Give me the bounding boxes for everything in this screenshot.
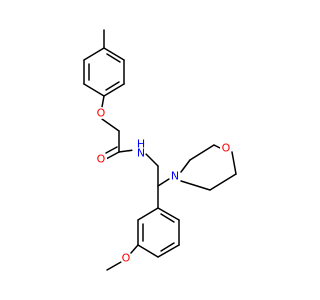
structure-diagram: O O H N N O O	[83, 29, 237, 271]
atom-label-layer: O O H N N O O	[95, 107, 232, 265]
tolyl-ring-bond	[103, 47, 125, 61]
amide-nitrogen-atom: H N	[132, 138, 148, 160]
n-ch2-bond	[145, 153, 159, 167]
morpholine-ring-bond	[209, 173, 237, 191]
ch-morpholine-n-bond	[157, 178, 170, 187]
tolyl-ring-bond	[103, 83, 125, 97]
morpholine-ring-bond	[213, 144, 221, 149]
ether-oxygen-atom: O	[95, 107, 107, 120]
tolyl-ring-bond	[83, 47, 105, 61]
morpholine-ring-bond	[180, 159, 191, 173]
molecule-drawing: O O H N N O O	[83, 29, 237, 271]
tolyl-inner-double-bond	[106, 53, 121, 63]
morpholine-ring-bond	[180, 180, 211, 191]
tolyl-ring-bond	[83, 83, 105, 97]
methoxy-oxygen-atom: O	[120, 252, 132, 265]
amide-nitrogen-label: N	[137, 147, 145, 160]
carbonyl-double-bond	[105, 146, 118, 154]
amide-h-label: H	[137, 138, 145, 151]
anisyl-ring-bond	[157, 207, 180, 221]
methoxy-o-ch3-bond	[106, 261, 122, 271]
anisyl-inner-double-bond	[160, 242, 175, 252]
anisyl-ring-bond	[157, 244, 180, 258]
morpholine-oxygen-label: O	[222, 142, 231, 155]
methoxy-oxygen-label: O	[122, 252, 131, 265]
morpholine-nitrogen-label: N	[171, 170, 179, 183]
morpholine-ring-bond	[231, 151, 237, 175]
bond-layer	[83, 29, 237, 271]
morpholine-nitrogen-atom: N	[169, 170, 181, 183]
amide-c-n-bond	[118, 149, 135, 153]
aryl-oxygen-bond	[101, 95, 105, 108]
anisyl-ring-bond	[137, 207, 159, 221]
anisyl-inner-double-bond	[160, 213, 175, 223]
carbonyl-oxygen-label: O	[97, 153, 106, 166]
carbonyl-oxygen-atom: O	[95, 153, 107, 166]
carbonyl-bond	[105, 151, 120, 160]
morpholine-oxygen-atom: O	[220, 142, 232, 155]
tolyl-inner-double-bond	[105, 81, 120, 91]
aryl-methoxy-o-bond	[130, 244, 139, 254]
oxygen-ch2-bond	[101, 118, 120, 132]
morpholine-ring-bond	[189, 144, 215, 161]
anisyl-ring-bond	[137, 244, 159, 258]
ether-oxygen-label: O	[97, 107, 106, 120]
